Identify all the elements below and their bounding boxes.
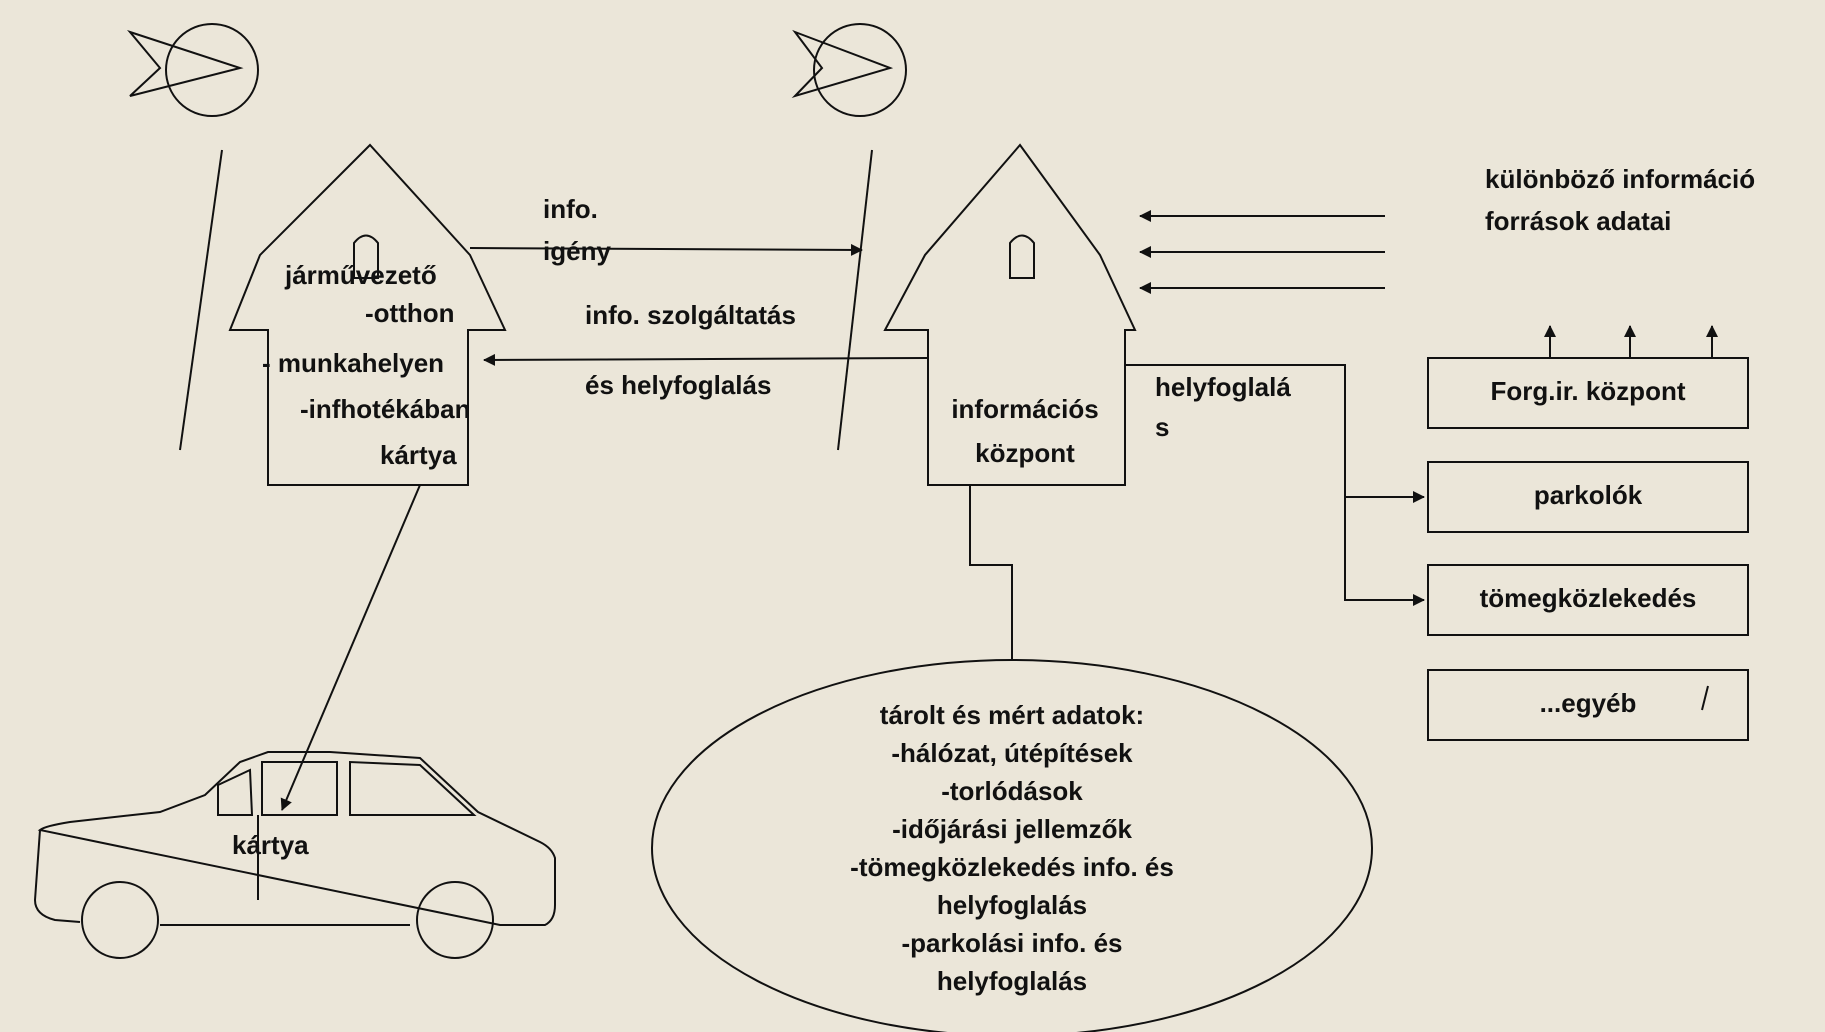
box-traffic-control-label: Forg.ir. központ	[1490, 376, 1686, 406]
center-antenna-signal	[791, 29, 894, 99]
box-parking-label: parkolók	[1533, 480, 1643, 510]
center-house	[883, 143, 1137, 486]
database-title: tárolt és mért adatok:	[879, 700, 1145, 730]
database-item-4: -tömegközlekedés info. és	[850, 852, 1174, 882]
left-antenna-signal	[127, 29, 244, 97]
car-window-2	[261, 761, 338, 816]
center-antenna	[791, 23, 907, 451]
database-item-2: -torlódások	[941, 776, 1083, 806]
left-antenna-dish	[165, 23, 259, 117]
database-ellipse	[651, 659, 1373, 1032]
info-service-label-1: info. szolgáltatás	[585, 300, 796, 330]
sources-label-1: különböző információ	[1485, 164, 1756, 194]
car-body	[33, 751, 556, 926]
car	[33, 751, 556, 959]
car-card-label: kártya	[232, 830, 309, 860]
left-antenna	[127, 23, 259, 451]
box-public-transport-label: tömegközlekedés	[1479, 583, 1697, 613]
info-service-arrow	[483, 353, 929, 366]
info-service-label-2: és helyfoglalás	[585, 370, 772, 400]
center-antenna-mast	[837, 149, 873, 451]
booking-label-2: s	[1155, 412, 1170, 442]
info-request-label-2: igény	[543, 236, 611, 266]
driver-home-label: -otthon	[365, 298, 455, 328]
driver-work-label: - munkahelyen	[262, 348, 445, 378]
car-wheel-front	[81, 881, 159, 959]
car-window-1	[217, 768, 254, 816]
database-item-5: -parkolási info. és	[901, 928, 1123, 958]
database-item-1: -hálózat, útépítések	[891, 738, 1133, 768]
left-antenna-mast	[179, 149, 223, 451]
box-parking	[1427, 461, 1749, 533]
box-traffic-control	[1427, 357, 1749, 429]
driver-infotheque-label: -infhotékában	[300, 394, 471, 424]
car-window-3	[349, 760, 477, 816]
driver-label: járművezető	[285, 260, 437, 290]
box-other-tick	[1701, 685, 1709, 711]
database-connector	[969, 485, 1013, 660]
center-house-window	[1009, 234, 1035, 279]
info-center-label-1: információs	[951, 394, 1099, 424]
database-item-3: -időjárási jellemzők	[892, 814, 1132, 844]
center-antenna-dish	[813, 23, 907, 117]
box-public-transport	[1427, 564, 1749, 636]
driver-house	[228, 143, 507, 486]
card-link-arrow	[280, 484, 421, 811]
driver-house-window	[353, 234, 379, 279]
driver-card-label: kártya	[380, 440, 457, 470]
info-center-label-2: központ	[975, 438, 1075, 468]
box-other	[1427, 669, 1749, 741]
car-wheel-rear	[416, 881, 494, 959]
box-other-label: ...egyéb	[1539, 688, 1637, 718]
database-item-4b: helyfoglalás	[936, 890, 1088, 920]
database-item-5b: helyfoglalás	[936, 966, 1088, 996]
info-request-arrow	[469, 243, 863, 256]
booking-label-1: helyfoglalá	[1155, 372, 1291, 402]
sources-label-2: források adatai	[1485, 206, 1672, 236]
info-request-label-1: info.	[543, 194, 598, 224]
